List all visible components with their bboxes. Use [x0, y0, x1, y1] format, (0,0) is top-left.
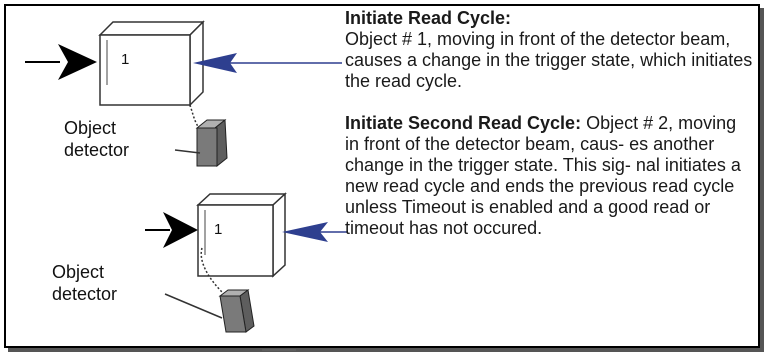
heading-initiate-second-read-cycle: Initiate Second Read Cycle: [345, 113, 582, 133]
detector-beam-2 [200, 247, 223, 293]
paragraph-1: Initiate Read Cycle: Object # 1, moving … [345, 8, 753, 92]
pointer-arrow-1 [193, 53, 342, 73]
panel-2: 1 [145, 192, 348, 333]
paragraph-2: Initiate Second Read Cycle: Object # 2, … [345, 113, 753, 239]
object-label-2: 1 [214, 221, 222, 238]
body-initiate-read-cycle: Object # 1, moving in front of the detec… [345, 29, 753, 91]
detector-cable-2 [164, 293, 223, 319]
object-label-1: 1 [121, 51, 129, 68]
object-box-1: 1 [98, 20, 205, 107]
heading-initiate-read-cycle: Initiate Read Cycle: [345, 8, 512, 28]
detector-label-2-line2: detector [52, 284, 118, 304]
panel-1: 1 [25, 20, 342, 167]
detector-label-2-line1: Object [52, 262, 105, 282]
detector-label-1-line1: Object [64, 118, 117, 138]
object-detector-1 [195, 119, 228, 167]
travel-arrow-1 [25, 44, 97, 80]
object-box-2: 1 [196, 192, 287, 278]
detector-label-1-line2: detector [64, 140, 130, 160]
description-text: Initiate Read Cycle: Object # 1, moving … [345, 8, 753, 239]
detector-cable-1 [174, 149, 201, 154]
travel-arrow-2 [145, 212, 198, 248]
body-initiate-second-read-cycle: Object # 2, moving in front of the detec… [345, 113, 741, 238]
object-detector-2 [218, 289, 255, 333]
pointer-arrow-2 [282, 222, 348, 242]
